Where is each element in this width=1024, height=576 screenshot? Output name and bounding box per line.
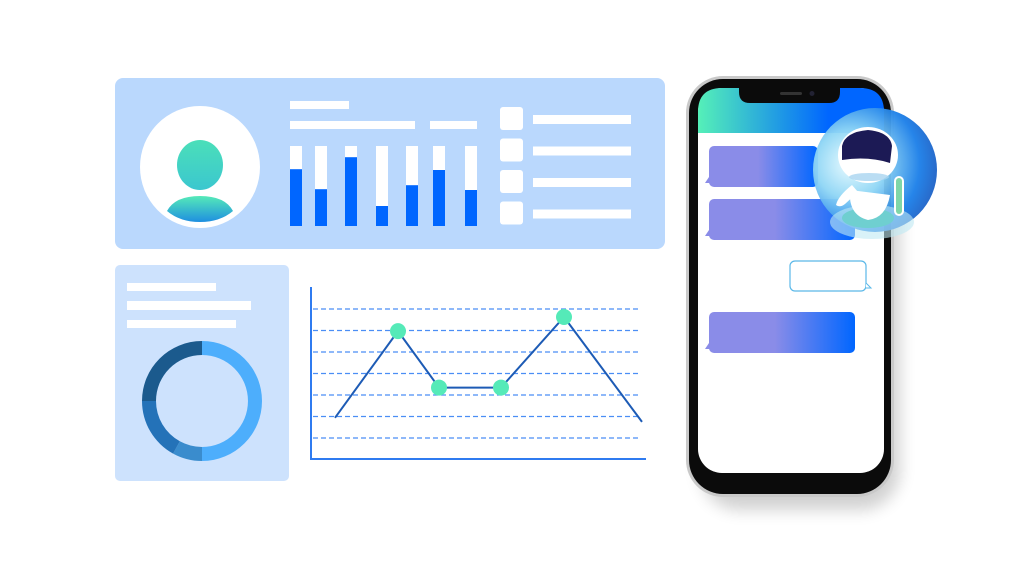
incoming-message-bubble <box>705 312 855 353</box>
checkbox[interactable] <box>500 201 523 225</box>
line-chart <box>310 287 646 460</box>
data-point <box>431 379 447 396</box>
phone <box>686 76 937 510</box>
text-placeholder <box>127 283 216 291</box>
checklist-line <box>533 115 631 124</box>
donut-segment <box>202 341 262 461</box>
speaker-grille <box>780 92 802 95</box>
donut-segment <box>173 441 202 461</box>
data-point <box>390 323 406 340</box>
donut-chart <box>142 341 262 461</box>
bar <box>290 169 302 226</box>
title-placeholder <box>290 101 349 109</box>
text-placeholder <box>127 320 236 328</box>
subtitle-placeholder <box>290 121 415 129</box>
donut-segment <box>142 341 202 401</box>
text-placeholder <box>127 301 251 310</box>
message-list <box>705 146 873 353</box>
bar <box>315 189 327 226</box>
camera-icon <box>809 91 815 96</box>
checklist <box>500 107 631 225</box>
bar <box>376 206 388 226</box>
checklist-line <box>533 178 631 187</box>
checkbox[interactable] <box>500 107 523 130</box>
incoming-message-bubble <box>705 199 855 240</box>
stats-card <box>115 265 289 481</box>
donut-segment <box>142 401 180 454</box>
line-series <box>334 315 643 423</box>
bar <box>345 157 357 226</box>
bar <box>433 170 445 226</box>
checklist-line <box>533 209 631 219</box>
bar-chart <box>290 146 477 226</box>
checkbox[interactable] <box>500 170 523 193</box>
checkbox[interactable] <box>500 138 523 162</box>
user-avatar-icon <box>140 106 260 228</box>
data-point <box>493 379 509 396</box>
robot-assistant-icon[interactable] <box>813 108 937 239</box>
phone-notch <box>739 88 840 103</box>
checklist-line <box>533 146 631 156</box>
bar <box>465 190 477 226</box>
incoming-message-bubble <box>705 146 818 187</box>
outgoing-message-bubble <box>789 260 873 292</box>
data-point <box>556 309 572 325</box>
bar <box>406 185 418 226</box>
profile-card <box>115 78 665 249</box>
profile-card-background <box>115 78 665 249</box>
subtitle-placeholder <box>430 121 477 129</box>
